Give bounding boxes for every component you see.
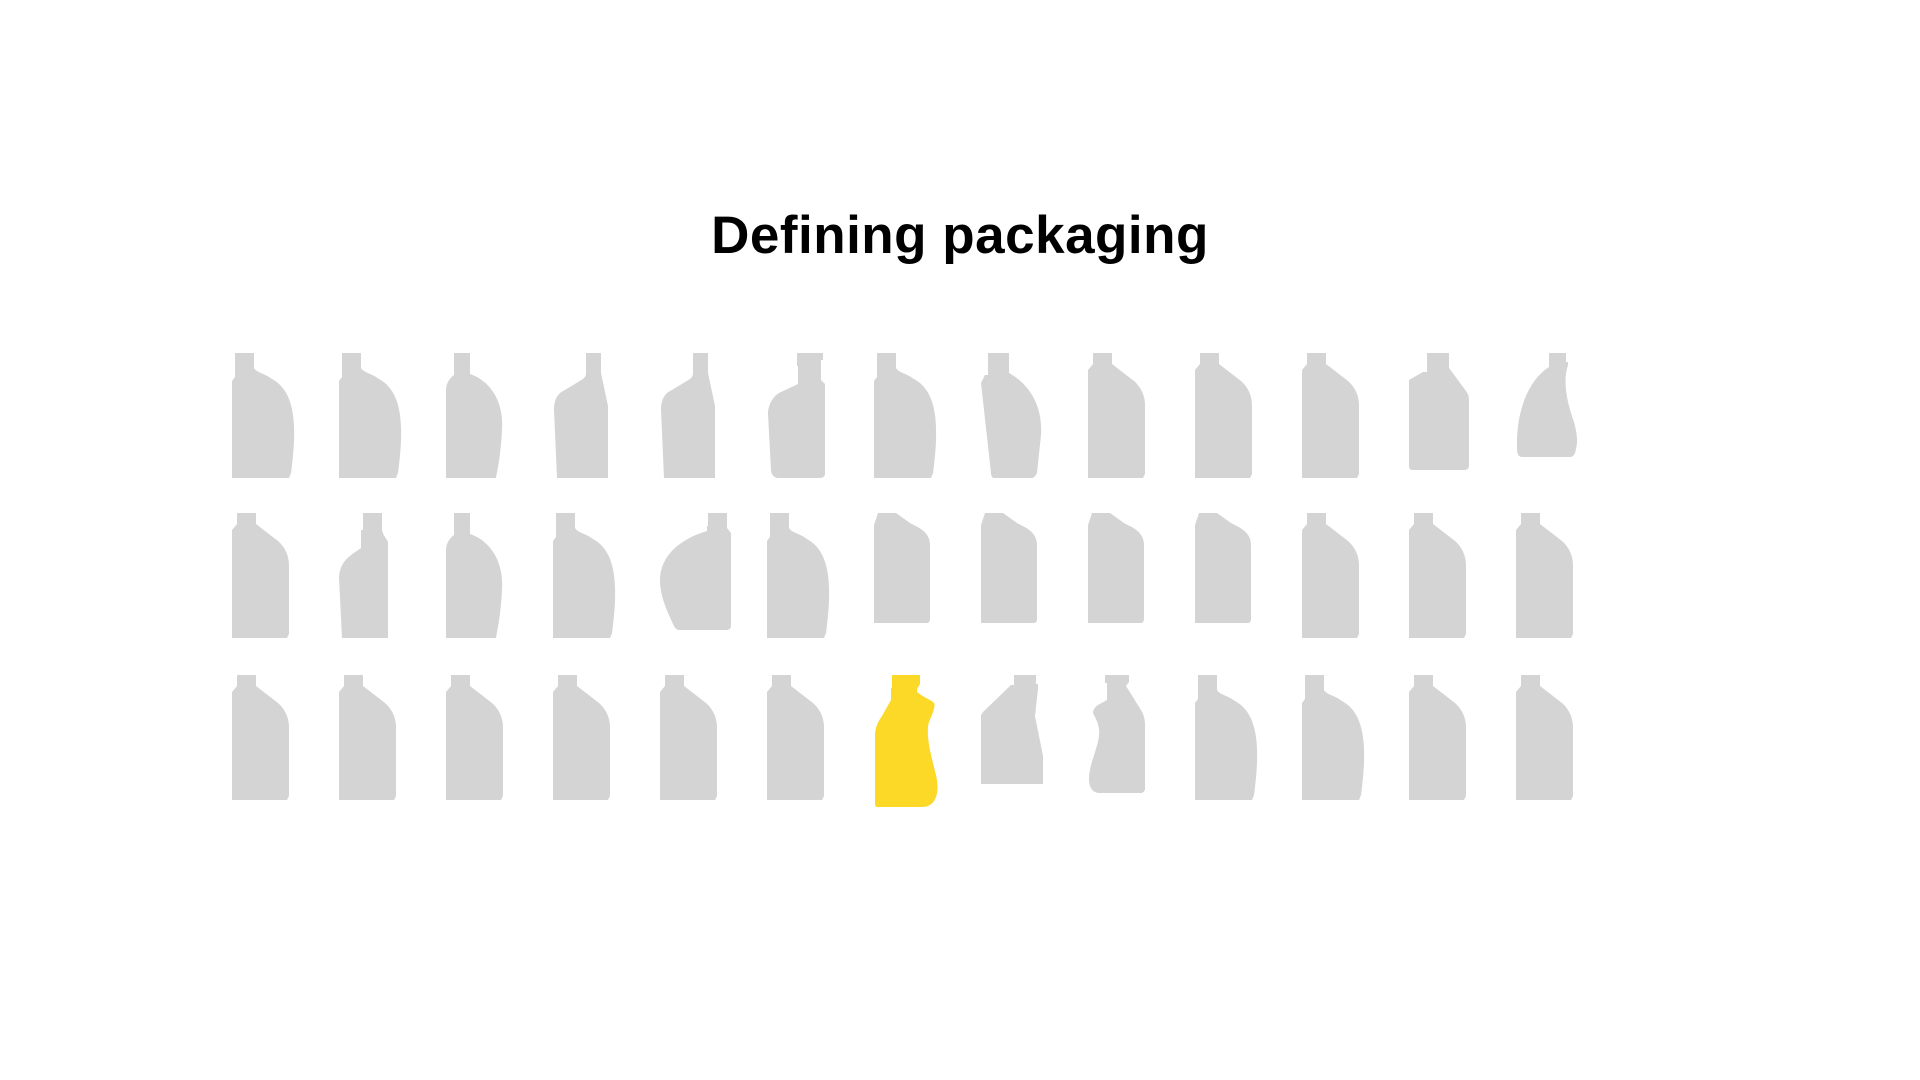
bottle-icon (1516, 675, 1573, 800)
boxy-shoulder-shape (1302, 513, 1359, 638)
angled-bottle-shape (981, 675, 1043, 784)
lid-box-shape (874, 513, 930, 623)
cap-jug-shape (1302, 675, 1365, 800)
bottle-icon-highlighted (875, 675, 938, 807)
slant-shoulder-shape (661, 353, 715, 478)
rounded-flask-shape (768, 353, 825, 478)
bottle-icon (661, 353, 715, 478)
bottle-icon (446, 675, 503, 800)
boxy-shoulder-shape (339, 675, 396, 800)
cap-jug-shape (553, 513, 616, 638)
bottle-icon (767, 513, 830, 638)
boxy-shoulder-shape (446, 675, 503, 800)
boxy-shoulder-shape (1302, 353, 1359, 478)
round-left-shape (660, 513, 731, 630)
bottle-icon (446, 513, 503, 638)
lid-box-shape (981, 513, 1037, 623)
wide-bottle-shape (1409, 353, 1469, 470)
teardrop-bottle-shape (1516, 353, 1578, 457)
bottle-icon (981, 675, 1043, 784)
boxy-shoulder-shape (660, 675, 717, 800)
bottle-icon (1089, 675, 1145, 793)
cap-jug-narrow-shape (446, 513, 503, 638)
boxy-shoulder-shape (232, 513, 289, 638)
bottle-icon (554, 353, 608, 478)
boxy-shoulder-shape (1195, 353, 1252, 478)
bottle-icon (1195, 353, 1252, 478)
bottle-icon (874, 353, 937, 478)
bottle-icon (232, 513, 289, 638)
bottle-icon (981, 513, 1037, 623)
flask-left-shape (339, 513, 388, 638)
bottle-icon (1409, 675, 1466, 800)
lid-box-shape (1088, 513, 1144, 623)
boxy-shoulder-shape (1516, 675, 1573, 800)
bottle-icon (768, 353, 825, 478)
bottle-icon (232, 353, 295, 478)
bottle-icon (1516, 513, 1573, 638)
boxy-shoulder-shape (1409, 513, 1466, 638)
bottle-icon (553, 675, 610, 800)
pinched-bottle-shape (1089, 675, 1145, 793)
page-title: Defining packaging (711, 206, 1209, 265)
bottle-icon (339, 353, 402, 478)
bottle-icon (232, 675, 289, 800)
bottle-icon (1409, 353, 1469, 470)
bottle-icon (553, 513, 616, 638)
cap-jug-shape (874, 353, 937, 478)
bottle-icon (339, 513, 388, 638)
bottle-icon (1409, 513, 1466, 638)
cap-jug-shape (232, 353, 295, 478)
boxy-shoulder-shape (1088, 353, 1145, 478)
cap-jug-narrow-shape (446, 353, 503, 478)
boxy-shoulder-shape (553, 675, 610, 800)
slant-shoulder-shape (554, 353, 608, 478)
boxy-shoulder-shape (232, 675, 289, 800)
bottle-icon (1302, 675, 1365, 800)
cap-jug-shape (767, 513, 830, 638)
bottle-icon (339, 675, 396, 800)
bottle-icon (981, 353, 1042, 478)
cap-jug-shape (1195, 675, 1258, 800)
bottle-icon (1302, 353, 1359, 478)
cap-jug-shape (339, 353, 402, 478)
bottle-icon (1088, 353, 1145, 478)
bottle-icon (1195, 675, 1258, 800)
bottle-icon (1088, 513, 1144, 623)
bottle-icon (1195, 513, 1251, 623)
bottle-icon (660, 675, 717, 800)
boxy-shoulder-shape (1409, 675, 1466, 800)
bottle-icon (446, 353, 503, 478)
lid-box-shape (1195, 513, 1251, 623)
bottle-icon (660, 513, 731, 630)
curvy-bottle-shape (875, 675, 938, 807)
boxy-shoulder-shape (767, 675, 824, 800)
boxy-shoulder-shape (1516, 513, 1573, 638)
tapered-jug-shape (981, 353, 1042, 478)
bottle-icon (767, 675, 824, 800)
bottle-icon (874, 513, 930, 623)
bottle-icon (1516, 353, 1578, 457)
bottle-icon (1302, 513, 1359, 638)
